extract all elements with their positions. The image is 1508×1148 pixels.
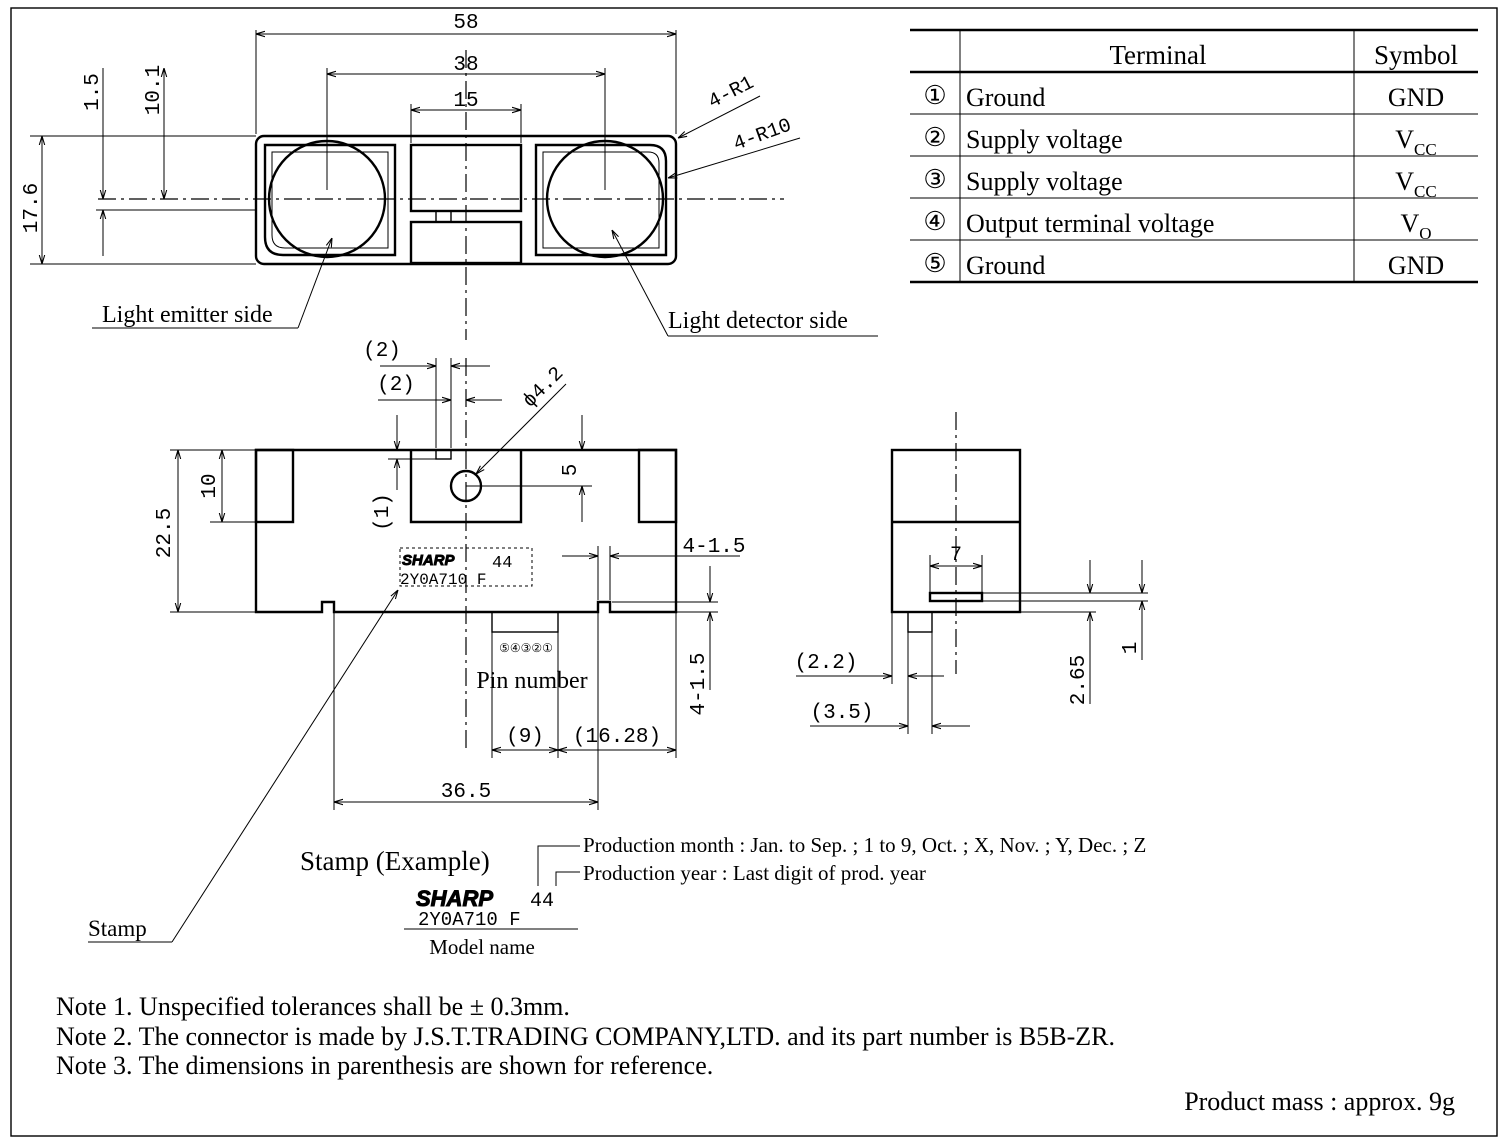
- terminal-number: ②: [923, 123, 946, 152]
- stamp-example: Stamp (Example) SHARP 44 2Y0A710 F Model…: [88, 833, 1146, 959]
- terminal-symbol: GND: [1388, 251, 1444, 280]
- detector-side-label: Light detector side: [668, 308, 848, 334]
- terminal-name: Supply voltage: [966, 125, 1123, 154]
- table-row: ② Supply voltage VCC: [923, 123, 1436, 159]
- stamp-example-code: 44: [530, 890, 554, 913]
- production-month-note: Production month : Jan. to Sep. ; 1 to 9…: [583, 833, 1146, 857]
- dim-7: 7: [950, 544, 962, 567]
- notes: Note 1. Unspecified tolerances shall be …: [56, 992, 1455, 1116]
- dim-36-5: 36.5: [441, 781, 491, 804]
- pin-number-label: Pin number: [476, 668, 587, 694]
- terminal-symbol: VO: [1400, 209, 1431, 243]
- terminal-name: Ground: [966, 83, 1045, 112]
- dim-2-top: (2): [363, 340, 401, 363]
- stamp-logo-small: SHARP: [402, 552, 456, 569]
- table-row: ④ Output terminal voltage VO: [923, 207, 1431, 243]
- dim-radius-r1: 4-R1: [705, 72, 758, 114]
- pin-numbers: ⑤④③②①: [499, 641, 553, 655]
- table-row: ③ Supply voltage VCC: [923, 165, 1436, 201]
- drawing-border: [10, 7, 1498, 1137]
- dim-58: 58: [453, 12, 478, 35]
- terminal-number: ③: [923, 165, 946, 194]
- terminal-name: Supply voltage: [966, 167, 1123, 196]
- dim-4-1-5-horizontal: 4-1.5: [682, 536, 745, 559]
- dim-10: 10: [199, 473, 222, 498]
- stamp-example-title: Stamp (Example): [300, 846, 490, 876]
- dim-phi-4-2: ϕ4.2: [519, 363, 569, 413]
- stamp-code-small: 44: [492, 554, 512, 573]
- note-1: Note 1. Unspecified tolerances shall be …: [56, 992, 570, 1021]
- dim-2-65: 2.65: [1068, 655, 1091, 705]
- table-header-terminal: Terminal: [1109, 40, 1206, 70]
- emitter-side-label: Light emitter side: [102, 302, 273, 328]
- stamp-model-small: 2Y0A710 F: [400, 571, 486, 589]
- note-3: Note 3. The dimensions in parenthesis ar…: [56, 1051, 713, 1080]
- dim-1-paren: (1): [372, 493, 395, 531]
- table-row: ① Ground GND: [923, 81, 1444, 112]
- front-view: (2) (2) ϕ4.2 5 10 22.5 (1) 4-1.5 4-1.5 (…: [88, 340, 746, 943]
- terminal-number: ①: [923, 81, 946, 110]
- terminal-name: Output terminal voltage: [966, 209, 1214, 238]
- dim-radius-r10: 4-R10: [731, 114, 795, 156]
- product-mass: Product mass : approx. 9g: [1184, 1087, 1455, 1116]
- stamp-label: Stamp: [88, 916, 147, 941]
- terminal-number: ⑤: [923, 249, 946, 278]
- dim-2-lower: (2): [377, 374, 415, 397]
- dim-15: 15: [453, 90, 478, 113]
- side-view: 7 (2.2) (3.5) 2.65 1: [794, 412, 1148, 734]
- model-name-label: Model name: [429, 935, 535, 959]
- dim-1-5: 1.5: [82, 73, 105, 111]
- note-2: Note 2. The connector is made by J.S.T.T…: [56, 1022, 1115, 1051]
- dim-16-28: (16.28): [573, 726, 661, 749]
- production-year-note: Production year : Last digit of prod. ye…: [583, 861, 926, 885]
- dim-5: 5: [560, 464, 583, 477]
- stamp-example-model: 2Y0A710 F: [418, 909, 521, 931]
- terminal-number: ④: [923, 207, 946, 236]
- top-view: 58 38 15 1.5 10.1 17.6 4-R1 4-R10 Light …: [21, 12, 878, 340]
- dim-10-1: 10.1: [143, 65, 166, 115]
- dim-38: 38: [453, 54, 478, 77]
- dim-1: 1: [1120, 642, 1143, 655]
- dim-17-6: 17.6: [21, 183, 44, 233]
- terminal-symbol: GND: [1388, 83, 1444, 112]
- table-header-symbol: Symbol: [1374, 40, 1458, 70]
- terminal-symbol: VCC: [1395, 167, 1436, 201]
- stamp-example-logo: SHARP: [416, 886, 493, 911]
- dim-4-1-5-vertical: 4-1.5: [688, 652, 711, 715]
- table-row: ⑤ Ground GND: [923, 249, 1444, 280]
- dim-3-5: (3.5): [810, 702, 873, 725]
- dim-9: (9): [506, 726, 544, 749]
- dim-22-5: 22.5: [154, 508, 177, 558]
- dim-2-2: (2.2): [794, 652, 857, 675]
- terminal-name: Ground: [966, 251, 1045, 280]
- terminal-symbol: VCC: [1395, 125, 1436, 159]
